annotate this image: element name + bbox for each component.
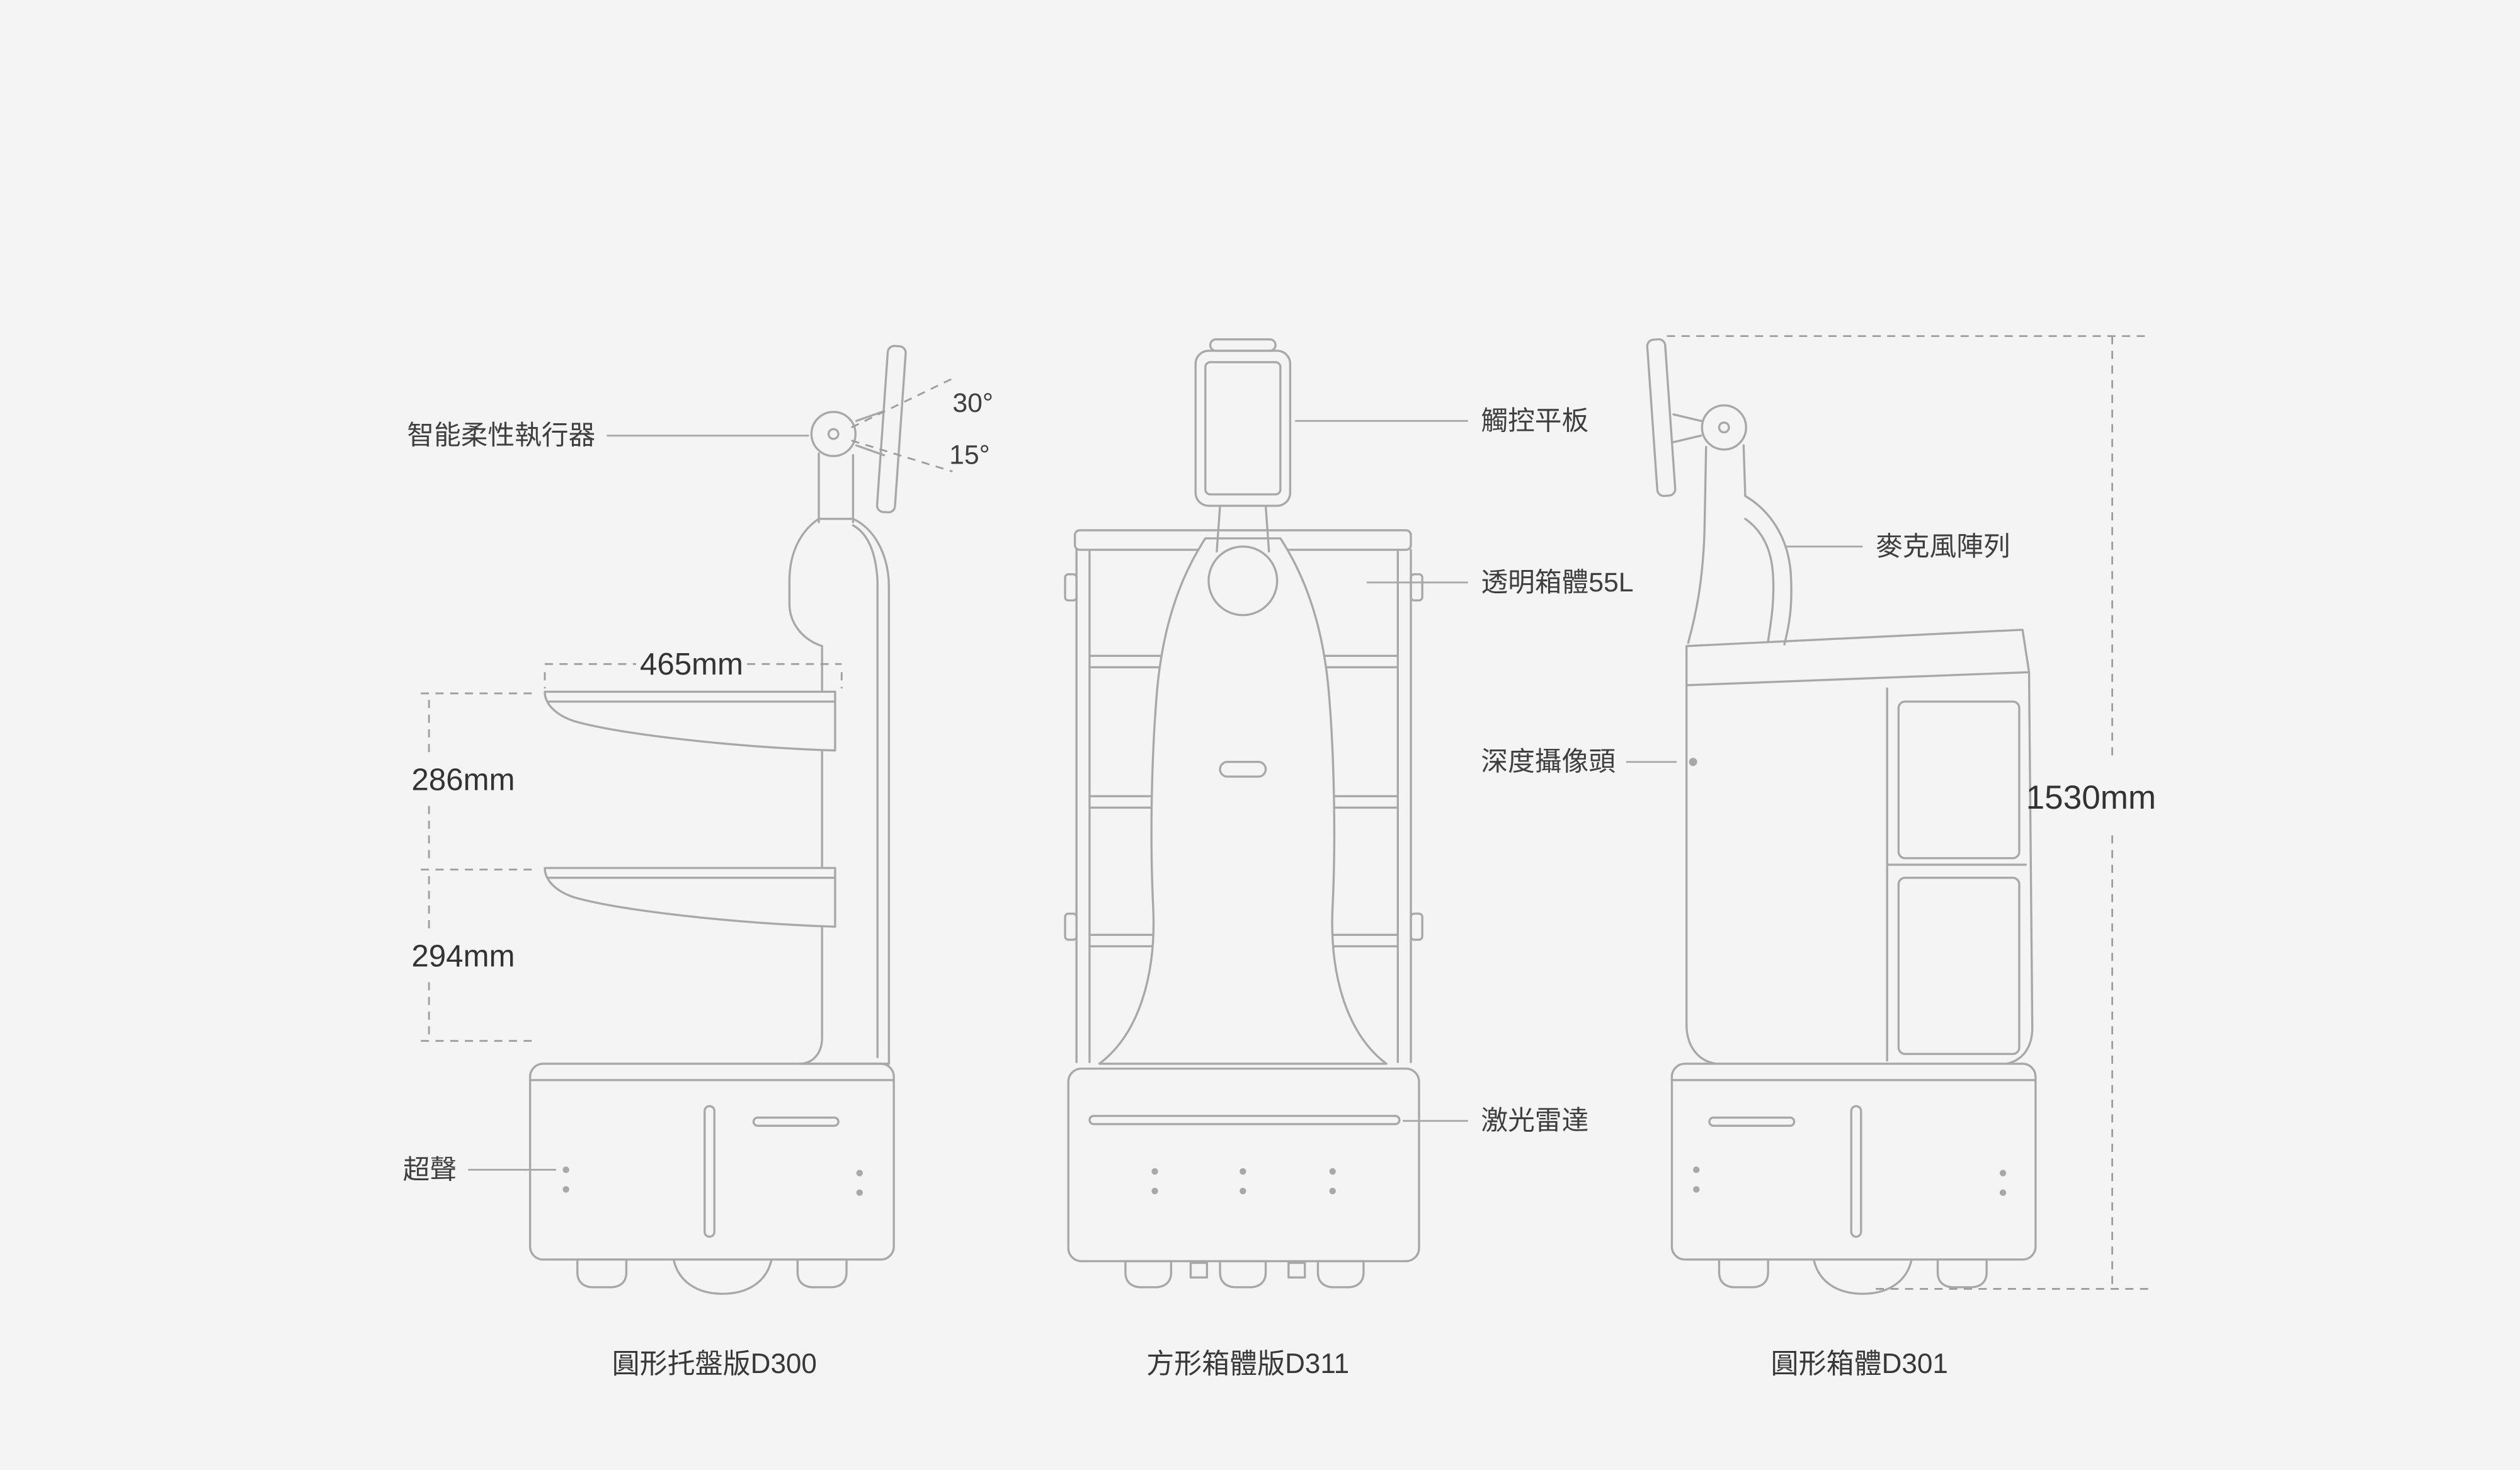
arm-joint — [1207, 545, 1279, 617]
tablet-screen — [1204, 361, 1282, 496]
base-center-seam — [704, 1105, 716, 1238]
drive-wheel — [672, 1258, 773, 1295]
tilt-angle-up-label: 30° — [952, 388, 993, 418]
neck-left-edge — [1687, 446, 1708, 644]
caster-wheel — [1936, 1258, 1988, 1289]
caster-wheel — [576, 1258, 628, 1289]
sensor-dot — [1693, 1166, 1700, 1173]
caster-wheel — [1316, 1260, 1365, 1289]
robot-d311-drawing — [1064, 338, 1423, 1289]
sensor-dot — [1240, 1168, 1246, 1175]
column-handle-slot — [1219, 761, 1267, 778]
dim-465-line — [544, 663, 843, 689]
sensor-dot — [1999, 1170, 2007, 1177]
tray-width-dim: 465mm — [640, 647, 743, 681]
tablet-clamp — [855, 410, 886, 457]
sensor-dot — [856, 1170, 863, 1177]
sensor-dot — [1240, 1187, 1246, 1195]
ultrasonic-label: 超聲 — [403, 1154, 457, 1185]
sensor-dot — [1999, 1189, 2007, 1196]
annotations: 智能柔性執行器 30° 15° 465mm 286mm 294mm 超聲 觸控平… — [403, 335, 2156, 1379]
caption-d311: 方形箱體版D311 — [1146, 1348, 1349, 1379]
actuator-joint-hub — [827, 428, 840, 440]
sensor-dot — [856, 1189, 863, 1196]
base-side-slot — [1708, 1116, 1796, 1127]
dim-294-lines — [421, 876, 539, 1042]
sensor-dot — [1151, 1168, 1158, 1175]
sensor-dot — [1329, 1187, 1336, 1195]
tray-upper — [544, 690, 836, 752]
cabinet-door-upper — [1897, 700, 2021, 860]
tablet-top-cap — [1209, 338, 1277, 352]
actuator-joint-hub — [1718, 421, 1730, 434]
robot-d300-drawing — [528, 345, 907, 1295]
microphone-label: 麥克風陣列 — [1876, 532, 2010, 562]
cabinet-left-edge — [1685, 684, 1717, 1065]
caption-d301: 圓形箱體D301 — [1771, 1348, 1948, 1379]
depth-camera-label: 深度攝像頭 — [1481, 747, 1616, 777]
tablet-panel-side — [1646, 338, 1677, 498]
cabinet-hinge-tab — [1064, 573, 1078, 601]
central-column — [1098, 537, 1388, 1065]
lidar-slot — [1088, 1115, 1401, 1125]
support-column — [788, 518, 891, 1065]
wheel-block — [1189, 1262, 1209, 1279]
cabinet-door-lower — [1897, 876, 2021, 1056]
caster-wheel — [1718, 1258, 1769, 1289]
cabinet-right-edge — [2005, 671, 2034, 1065]
cabinet-top-slab — [1685, 629, 2031, 687]
caption-d300: 圓形托盤版D300 — [612, 1348, 817, 1379]
sensor-dot — [1329, 1168, 1336, 1175]
chassis-base — [1067, 1068, 1420, 1263]
tablet-neck — [1216, 504, 1270, 553]
cabinet-hinge-tab — [1064, 912, 1078, 941]
chassis-base — [1670, 1063, 2037, 1261]
caster-wheel — [1219, 1260, 1267, 1289]
cabinet-label: 透明箱體55L — [1481, 567, 1633, 598]
sensor-dot — [1693, 1186, 1700, 1193]
tablet-clamp — [1672, 413, 1702, 443]
actuator-joint — [1701, 404, 1747, 451]
chassis-base — [528, 1063, 895, 1261]
column-rib — [852, 524, 879, 1059]
tablet-label: 觸控平板 — [1481, 406, 1588, 436]
cabinet-hinge-tab — [1410, 912, 1423, 941]
ultrasonic-sensor-dot — [562, 1166, 569, 1173]
lower-gap-dim: 294mm — [411, 939, 515, 974]
caster-wheel — [796, 1258, 848, 1289]
neck-right-edge — [1742, 444, 1793, 646]
ultrasonic-sensor-dot — [562, 1186, 569, 1193]
base-side-slot — [752, 1116, 840, 1127]
cabinet-hinge-tab — [1410, 573, 1423, 601]
upper-gap-dim: 286mm — [411, 763, 515, 797]
drive-wheel — [1813, 1258, 1913, 1295]
neck-rib — [1744, 518, 1775, 642]
dim-286-lines — [421, 692, 539, 871]
tablet-panel-side — [875, 345, 907, 514]
tilt-angle-line-down — [851, 440, 953, 473]
robot-d301-drawing — [1646, 338, 2037, 1295]
actuator-joint — [810, 411, 857, 457]
cabinet-left-wall — [1075, 549, 1091, 1064]
cabinet-right-wall — [1396, 549, 1412, 1064]
mount-pole — [818, 452, 855, 523]
tilt-angle-down-label: 15° — [949, 440, 990, 470]
tablet-front — [1194, 350, 1292, 507]
sensor-dot — [1151, 1187, 1158, 1195]
lidar-label: 激光雷達 — [1481, 1106, 1588, 1136]
depth-camera-dot — [1689, 758, 1697, 766]
tray-lower — [544, 867, 836, 928]
base-center-seam — [1850, 1105, 1862, 1238]
tilt-angle-line-up — [851, 377, 953, 428]
height-dim: 1530mm — [2026, 779, 2156, 816]
wheel-block — [1287, 1262, 1306, 1279]
caster-wheel — [1124, 1260, 1173, 1289]
actuator-label: 智能柔性執行器 — [407, 421, 595, 451]
